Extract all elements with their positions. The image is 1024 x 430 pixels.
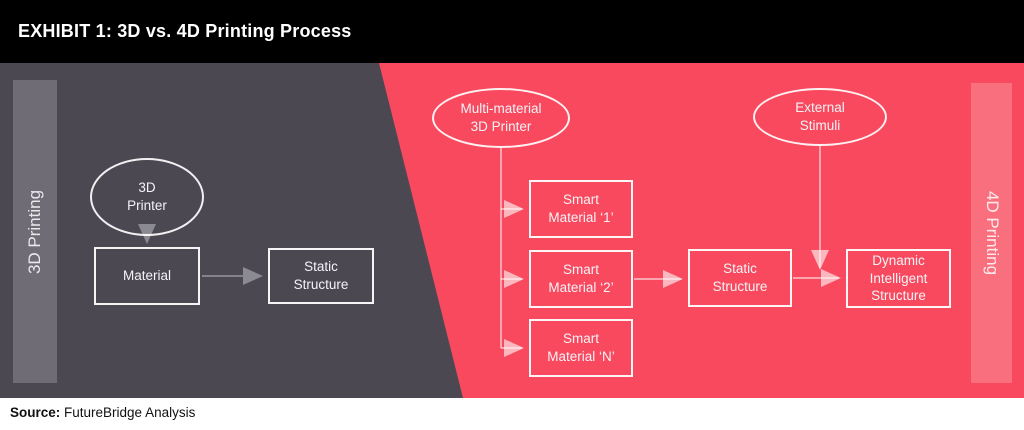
source-text: FutureBridge Analysis bbox=[60, 405, 196, 420]
smart-material-2-node: Smart Material ‘2’ bbox=[529, 250, 633, 308]
header-bar: EXHIBIT 1: 3D vs. 4D Printing Process bbox=[0, 0, 1024, 63]
footer-bar: Source: FutureBridge Analysis bbox=[0, 398, 1024, 430]
source-attribution: Source: FutureBridge Analysis bbox=[10, 405, 195, 420]
material-node: Material bbox=[94, 247, 200, 305]
multi-material-3d-printer-ellipse: Multi-material 3D Printer bbox=[432, 88, 570, 148]
static-structure-4d-node: Static Structure bbox=[688, 249, 792, 307]
3d-printing-side-label: 3D Printing bbox=[25, 189, 44, 274]
source-label: Source: bbox=[10, 405, 61, 420]
3d-printing-side-bar: 3D Printing bbox=[13, 80, 57, 383]
smart-material-1-node: Smart Material ‘1’ bbox=[529, 180, 633, 238]
3d-printing-section-background bbox=[0, 63, 463, 398]
4d-printing-side-bar: 4D Printing bbox=[971, 83, 1012, 383]
static-structure-3d-node: Static Structure bbox=[268, 248, 374, 304]
dynamic-intelligent-structure-node: Dynamic Intelligent Structure bbox=[846, 249, 951, 308]
3d-printer-ellipse: 3D Printer bbox=[90, 158, 204, 236]
page-title: EXHIBIT 1: 3D vs. 4D Printing Process bbox=[18, 21, 352, 41]
smart-material-n-node: Smart Material ‘N’ bbox=[529, 319, 633, 377]
4d-printing-side-label: 4D Printing bbox=[982, 190, 1002, 276]
diagram-canvas: 3D Printing 4D Printing 3D Printer Mater… bbox=[0, 63, 1024, 398]
external-stimuli-ellipse: External Stimuli bbox=[753, 88, 887, 146]
